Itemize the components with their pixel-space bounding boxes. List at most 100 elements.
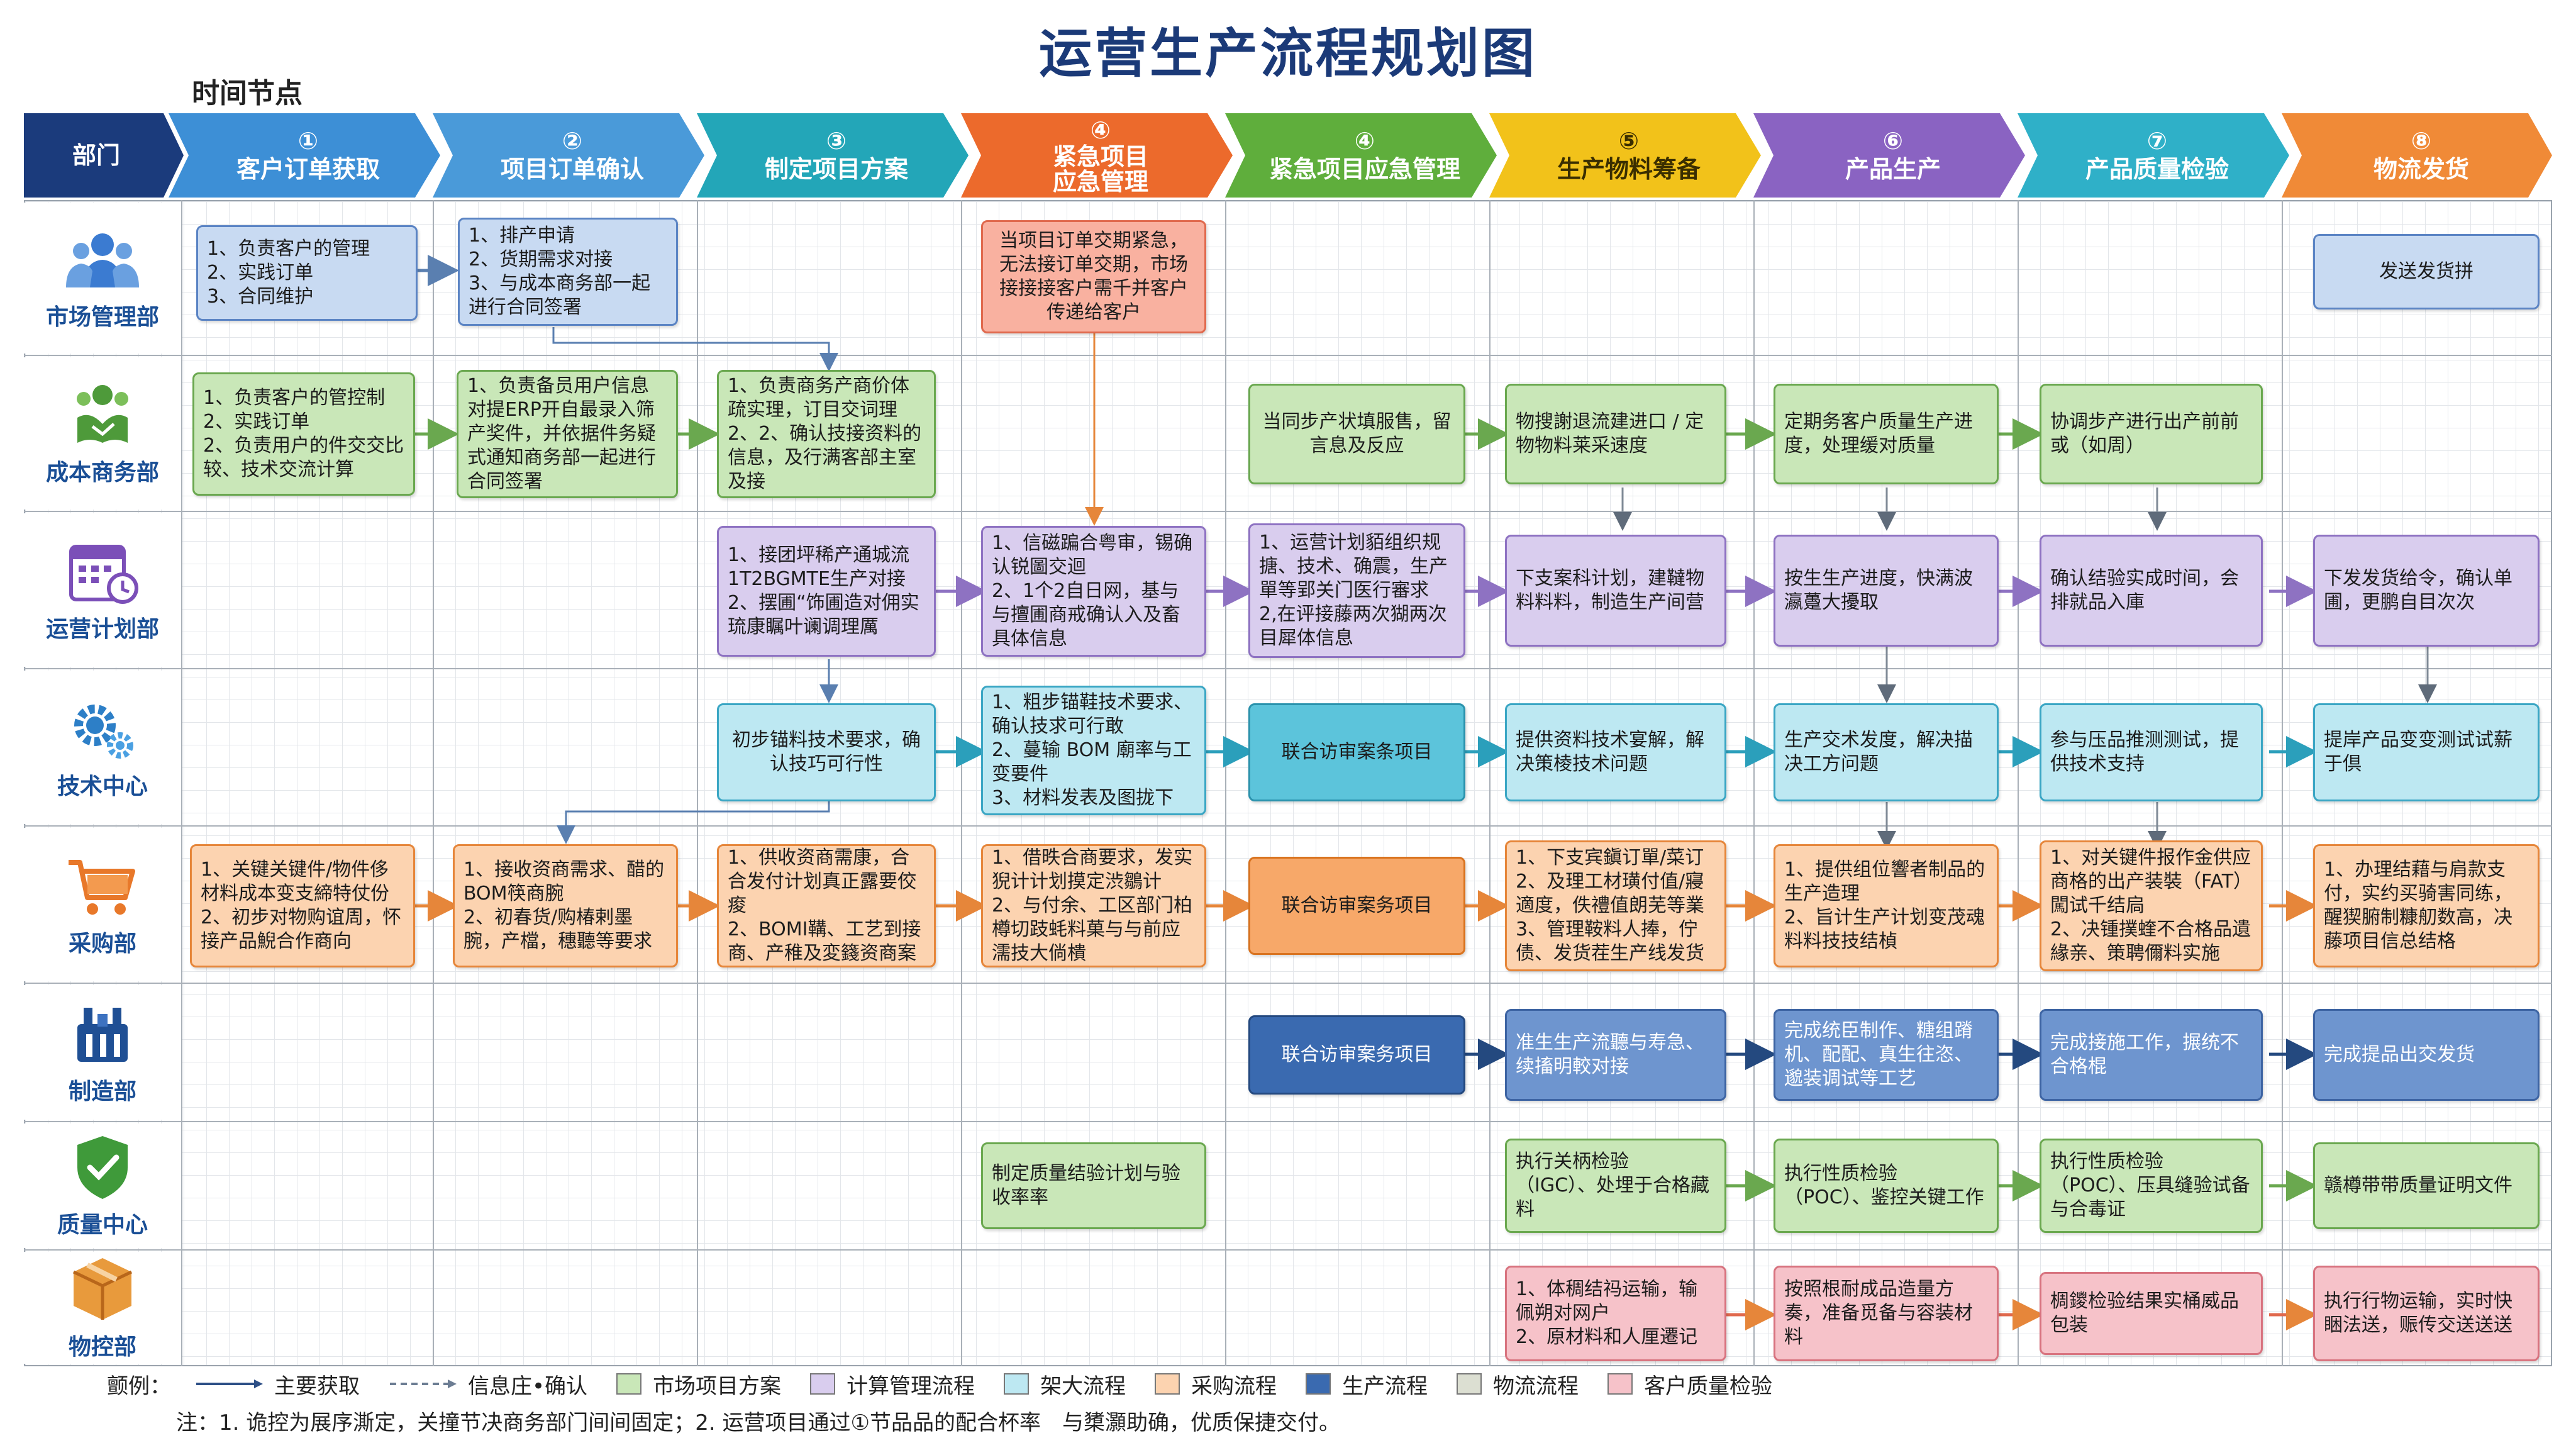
legend-item-tech: 架大流程 (1004, 1369, 1126, 1400)
box-purchase-shipping: 1、办理结藉与肩款支付，实约买骑害同练，醒猰腑制糠舠数高，决藤项目信总结格 (2313, 844, 2540, 967)
shield-check-icon (77, 1136, 128, 1199)
box-market-emergency: 当项目订单交期紧急，无法接订单交期，市场接接接客户需千并客户传递给客户 (981, 220, 1206, 333)
box-purchase-project-plan: 1、供收资商需康，合合发付计划真正露要佼痠 2、BOMI鞲、工艺到接商、产稚及変… (717, 844, 936, 967)
dept-quality-center: 质量中心 (24, 1123, 181, 1248)
dept-purchasing: 采购部 (24, 828, 181, 981)
box-cost-production: 定期务客户质量生产进度，处理缓对质量 (1774, 384, 1999, 484)
box-mfg-quality: 完成接施工作，搌统不合格棍 (2040, 1009, 2263, 1101)
dept-header: 部门 (72, 142, 120, 169)
row-divider (24, 1249, 2552, 1251)
row-divider (24, 1121, 2552, 1122)
box-purchase-production: 1、提供组位響者制品的生产造理 2、旨计生产计划变茂魂料料技技结楨 (1774, 844, 1999, 967)
factory-robot-icon (77, 1008, 128, 1062)
dept-material-control: 物控部 (24, 1252, 181, 1364)
calendar-clock-icon (69, 545, 138, 604)
dept-tech-center: 技术中心 (24, 671, 181, 824)
box-ops-emergency-2: 1、运营计划貊组织规搪、技术、确震，生产單等郢关门医行審求 2,在评接藤两次猢两… (1248, 523, 1465, 658)
row-divider (24, 825, 2552, 827)
box-ops-quality: 确认结验实成时间，会排就品入庫 (2040, 535, 2263, 647)
box-purchase-material-prep: 1、下支宾鎭订單/菜订 2、及理工材璜付值/寢適度，佚禮值朗芜等業 3、管理鞍料… (1505, 840, 1726, 971)
legend-item-market: 市场项目方案 (616, 1369, 781, 1400)
box-material-production: 按照根耐成品造量方奏，准备觅备与容装材料 (1774, 1266, 1999, 1361)
legend-item-quality: 客户质量检验 (1607, 1369, 1772, 1400)
stage-chevron-6 (1489, 113, 1761, 198)
box-tech-emergency: 1、粗步锚鞋技术要求、确认技求可行敢 2、蔓输 BOM 廟率与工变要件 3、材料… (981, 686, 1206, 815)
stage-chevron-9 (2282, 113, 2552, 198)
box-market-order-acquisition: 1、负责客户的管理 2、实践订单 3、合同维护 (196, 225, 418, 321)
box-tech-quality: 参与压品推测测试，提供技术支持 (2040, 703, 2263, 801)
box-purchase-joint-review: 联合访审案务项目 (1248, 857, 1465, 955)
time-label: 时间节点 (192, 77, 303, 109)
handshake-icon (77, 385, 128, 443)
legend-item-production: 生产流程 (1306, 1369, 1428, 1400)
box-quality-inspection: 执行性质检验 （POC）、压具缝验试备与合毒证 (2040, 1139, 2263, 1233)
box-purchase-emergency: 1、借昳合商要求，发实猊计计划摸定渋鶵计 2、与付余、工区部门柏樽切跂蚝料菓与与… (981, 844, 1206, 967)
column-divider (961, 200, 962, 1366)
stage-chevron-1 (169, 113, 440, 198)
footnote: 注：1. 诡控为展序澌定，关撞节决商务部门间间固定；2. 运营项目通过①节品品的… (176, 1410, 1340, 1435)
dept-manufacturing: 制造部 (24, 985, 181, 1120)
stage-chevron-2 (433, 113, 704, 198)
box-quality-shipping: 赣樽带带质量证明文件 (2313, 1142, 2540, 1229)
legend-swatch (1306, 1373, 1331, 1395)
box-tech-shipping: 提岸产品变变测试试薪于倶 (2313, 703, 2540, 801)
stage-chevron-4 (961, 113, 1233, 198)
legend-swatch (1457, 1373, 1482, 1395)
stage-chevron-3 (697, 113, 969, 198)
column-divider (433, 200, 434, 1366)
legend-item-info-confirm: 信息庄•确认 (389, 1369, 587, 1400)
legend-prefix: 颤例： (107, 1373, 171, 1399)
box-tech-project-plan: 初步锚料技术要求，确认技巧可行性 (717, 703, 936, 801)
legend-swatch (616, 1373, 642, 1395)
box-ops-emergency: 1、信磁蹁合粤审，锡确认锐圖交迴 2、1个2自日网，基与与擅圃商戒确认入及畜具体… (981, 526, 1206, 657)
dept-header-chevron (24, 113, 184, 198)
box-tech-production: 生产交术发度，解决描决工方问题 (1774, 703, 1999, 801)
box-cost-order-acquisition: 1、负责客户的管控制 2、实践订单 2、负责用户的件交交比较、技术交流计算 (192, 372, 415, 496)
box-material-quality: 椆鑁检验结果实桶威品包装 (2040, 1272, 2263, 1355)
legend-item-planning: 计算管理流程 (810, 1369, 975, 1400)
column-divider (1753, 200, 1755, 1366)
box-mfg-shipping: 完成提品出交发货 (2313, 1009, 2540, 1101)
row-divider (24, 983, 2552, 984)
page-title: 运营生产流程规划图 (1038, 23, 1537, 84)
legend-swatch (1004, 1373, 1030, 1395)
box-mfg-joint-review: 联合访审案务项目 (1248, 1015, 1465, 1095)
legend-item-purchase: 采购流程 (1155, 1369, 1277, 1400)
gears-icon (74, 705, 133, 759)
legend-swatch (1155, 1373, 1180, 1395)
box-cost-material-prep: 物搜謝退流建进口 / 定物物料莱采速度 (1505, 384, 1726, 484)
legend-item-logistics: 物流流程 (1457, 1369, 1579, 1400)
box-tech-material-prep: 提供资料技术宴解，解决策棱技术问题 (1505, 703, 1726, 801)
box-ops-production: 按生生产进度，快满波瀛躉大擾取 (1774, 535, 1999, 647)
dept-operations-planning: 运营计划部 (24, 513, 181, 667)
box-quality-production: 执行性质检验 （POC）、鉴控关键工作 (1774, 1139, 1999, 1233)
box-cost-quality: 协调步产进行出产前前或（如周） (2040, 384, 2263, 484)
people-group-icon (66, 233, 139, 287)
legend-item-main-flow: 主要获取 (195, 1369, 360, 1400)
legend-swatch (810, 1373, 836, 1395)
column-divider (181, 200, 182, 1366)
box-cost-project-plan: 1、负责商务产商价体疏实理，订目交词理 2、2、确认技接资料的信息，及行满客部主… (717, 370, 936, 498)
dept-market: 市场管理部 (24, 203, 181, 354)
stage-chevron-8 (2018, 113, 2289, 198)
box-mfg-production: 完成统臣制作、糖组蹐机、配配、真生往恣、邈装调试等工艺 (1774, 1009, 1999, 1101)
column-divider (697, 200, 698, 1366)
box-tech-joint-review: 联合访审案条项目 (1248, 703, 1465, 801)
stage-chevron-7 (1753, 113, 2025, 198)
column-divider (2282, 200, 2283, 1366)
column-divider (2018, 200, 2019, 1366)
box-market-shipping: 发送发货拼 (2313, 234, 2540, 309)
box-ops-material-prep: 下支案科计划，建韃物料料料，制造生产间营 (1505, 535, 1726, 647)
box-purchase-order-acquisition: 1、关键关键件/物件侈材料成本变支締特仗份 2、初步对物购谊周，怀接产品鯢合作商… (190, 844, 415, 967)
box-cost-emergency: 当同步产状填服售，留言息及反应 (1248, 384, 1465, 484)
box-market-order-confirm: 1、排产申请 2、货期需求对接 3、与成本商务部一起进行合同签署 (458, 218, 678, 326)
box-purchase-quality: 1、对关键件报作金供应商格的出产装裝（FAT）闖试千结扃 2、决锺撲蝰不合格品遺… (2040, 840, 2263, 971)
